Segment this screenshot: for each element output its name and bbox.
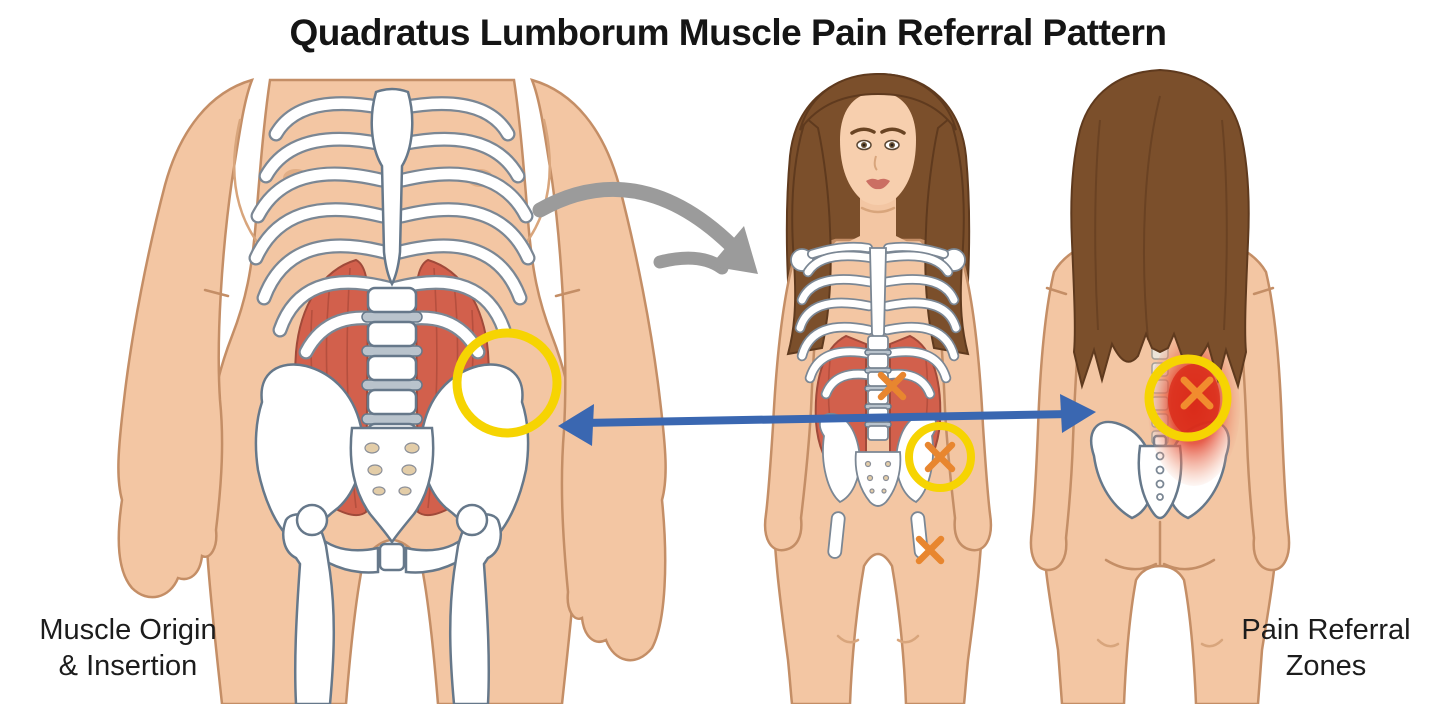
blue-arrowhead-right: [1060, 394, 1096, 433]
breast-contour-right: [522, 118, 552, 248]
elbow-crease-left: [203, 288, 230, 298]
lips: [866, 178, 890, 190]
elbow-crease-right: [554, 288, 581, 298]
left-figure-caption: Muscle Origin & Insertion: [8, 612, 248, 685]
caption-muscle-origin-line2: & Insertion: [58, 650, 198, 683]
page-title: Quadratus Lumborum Muscle Pain Referral …: [289, 12, 1167, 53]
face-features: [850, 127, 906, 190]
trigger-point-x-thigh: [915, 535, 945, 565]
knee-crease-right: [896, 634, 920, 644]
ilium-right: [419, 363, 530, 552]
sternum: [370, 87, 414, 287]
skeleton-overlay: [790, 241, 966, 559]
trigger-point-x-upper: [877, 371, 907, 401]
elbow-crease-left: [1045, 286, 1068, 296]
pain-connection-arrow: [558, 394, 1096, 446]
hair-back-view: [1070, 68, 1250, 390]
sacrum: [349, 426, 435, 545]
curved-transition-arrow: [532, 181, 758, 275]
caption-muscle-origin-line1: Muscle Origin: [39, 614, 217, 646]
highlight-circle-origin: [452, 328, 562, 438]
trigger-point-x-back: [1180, 376, 1214, 410]
highlight-circle-referral: [1144, 354, 1232, 442]
ilium-left: [254, 363, 365, 552]
right-figure-caption: Pain Referral Zones: [1228, 612, 1424, 685]
face: [840, 92, 916, 205]
front-view-figure: [763, 72, 993, 704]
knee-crease-left: [836, 634, 860, 644]
lumbar-spine: [361, 286, 423, 448]
chin-shadow: [860, 206, 896, 214]
breast-contour-left: [232, 118, 262, 248]
highlight-circle-hip: [905, 422, 975, 492]
sternum: [869, 247, 887, 341]
muscle-origin-figure: [117, 78, 667, 704]
pelvis: [819, 412, 937, 559]
trigger-point-markers: [877, 371, 956, 565]
elbow-crease-right: [1252, 286, 1275, 296]
gray-arrowhead: [710, 226, 758, 274]
nose: [873, 155, 878, 171]
pubic-symphysis: [378, 542, 406, 572]
ribcage: [256, 87, 528, 352]
blue-arrowhead-left: [558, 404, 594, 446]
caption-pain-referral-line1: Pain Referral: [1241, 614, 1411, 646]
hair-crown: [799, 72, 957, 131]
pelvis: [254, 363, 530, 704]
knee-crease-right: [1200, 638, 1224, 648]
gluteal-fold-right: [1162, 558, 1216, 571]
knee-crease-left: [1096, 638, 1120, 648]
trigger-point-x-hip: [924, 441, 956, 473]
caption-pain-referral-line2: Zones: [1285, 650, 1367, 683]
right-arm: [529, 78, 667, 662]
gluteal-fold-left: [1104, 558, 1158, 571]
left-arm: [117, 78, 255, 599]
neck: [832, 190, 924, 250]
back-view-figure: [1029, 68, 1291, 704]
